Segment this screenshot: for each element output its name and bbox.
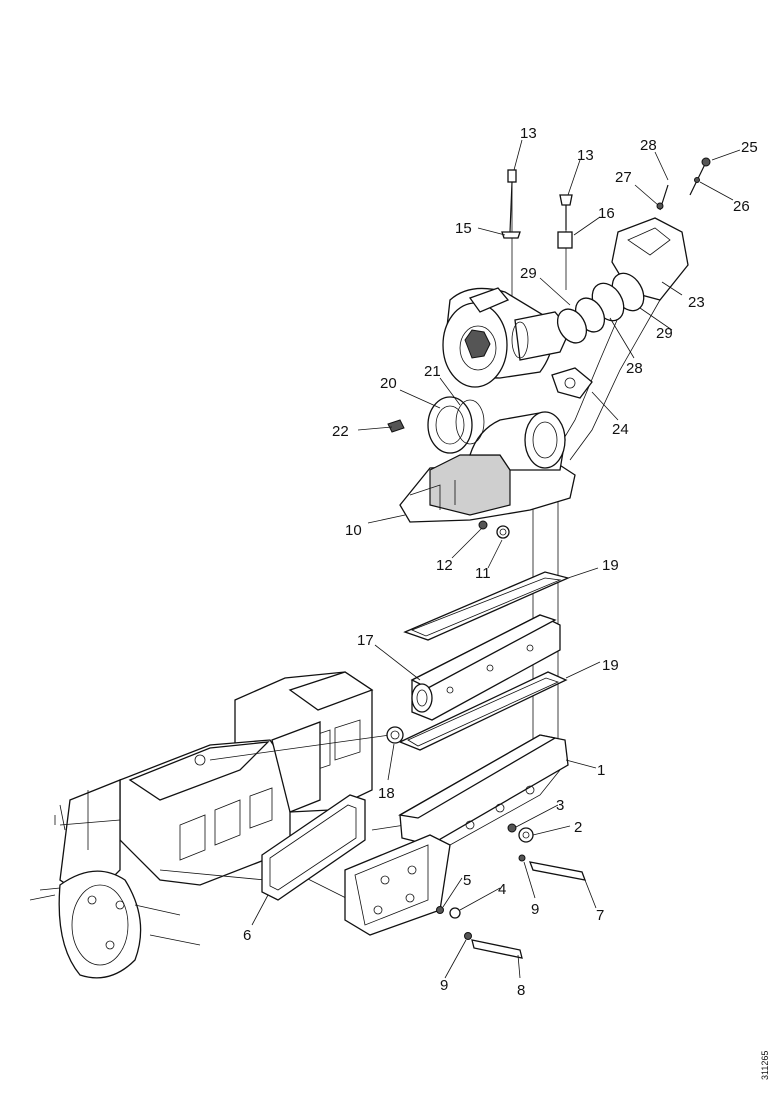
exhaust-elbow <box>556 157 711 461</box>
callout-22: 22 <box>332 423 349 440</box>
callout-21: 21 <box>424 363 441 380</box>
callout-5: 5 <box>463 872 471 889</box>
callout-15: 15 <box>455 220 472 237</box>
turbocharger <box>442 287 571 388</box>
callout-12: 12 <box>436 557 453 574</box>
callout-19-bottom: 19 <box>602 657 619 674</box>
callout-14: 13 <box>520 125 537 142</box>
callout-29-left: 29 <box>520 265 537 282</box>
callout-6: 6 <box>243 927 251 944</box>
callout-20: 20 <box>380 375 397 392</box>
reference-code: 311265 <box>760 1051 770 1080</box>
bolt-13 <box>557 194 573 249</box>
callout-29-right: 29 <box>656 325 673 342</box>
callout-18: 18 <box>378 785 395 802</box>
callout-26: 26 <box>733 198 750 215</box>
ring-21 <box>455 399 485 445</box>
callout-labels: 13 13 16 15 28 27 25 26 23 29 29 28 24 2… <box>243 125 758 999</box>
callout-28-bottom: 28 <box>626 360 643 377</box>
assembly-lines <box>159 180 567 901</box>
callout-28-top: 28 <box>640 137 657 154</box>
bolt-14 <box>501 169 521 239</box>
callout-23: 23 <box>688 294 705 311</box>
callout-27: 27 <box>615 169 632 186</box>
callout-16: 16 <box>598 205 615 222</box>
callout-13: 13 <box>577 147 594 164</box>
callout-3: 3 <box>556 797 564 814</box>
gasket-19-bottom <box>398 671 568 751</box>
callout-17: 17 <box>357 632 374 649</box>
callout-2: 2 <box>574 819 582 836</box>
callout-1: 1 <box>597 762 605 779</box>
callout-11: 11 <box>475 565 491 582</box>
callout-9-bottom: 9 <box>440 977 448 994</box>
exhaust-manifold-1 <box>344 734 569 936</box>
callout-4: 4 <box>498 881 506 898</box>
gasket-6 <box>261 794 366 901</box>
callout-19-top: 19 <box>602 557 619 574</box>
callout-10: 10 <box>345 522 362 539</box>
gasket-24 <box>551 367 593 399</box>
callout-8: 8 <box>517 982 525 999</box>
bolt-22 <box>387 419 405 433</box>
callout-9-right: 9 <box>531 901 539 918</box>
callout-24: 24 <box>612 421 629 438</box>
callout-leaders <box>251 139 741 979</box>
callout-25: 25 <box>741 139 758 156</box>
turbo-adapter <box>399 411 576 523</box>
callout-7: 7 <box>596 907 604 924</box>
small-fasteners <box>436 823 587 959</box>
manifold-17 <box>410 614 561 721</box>
